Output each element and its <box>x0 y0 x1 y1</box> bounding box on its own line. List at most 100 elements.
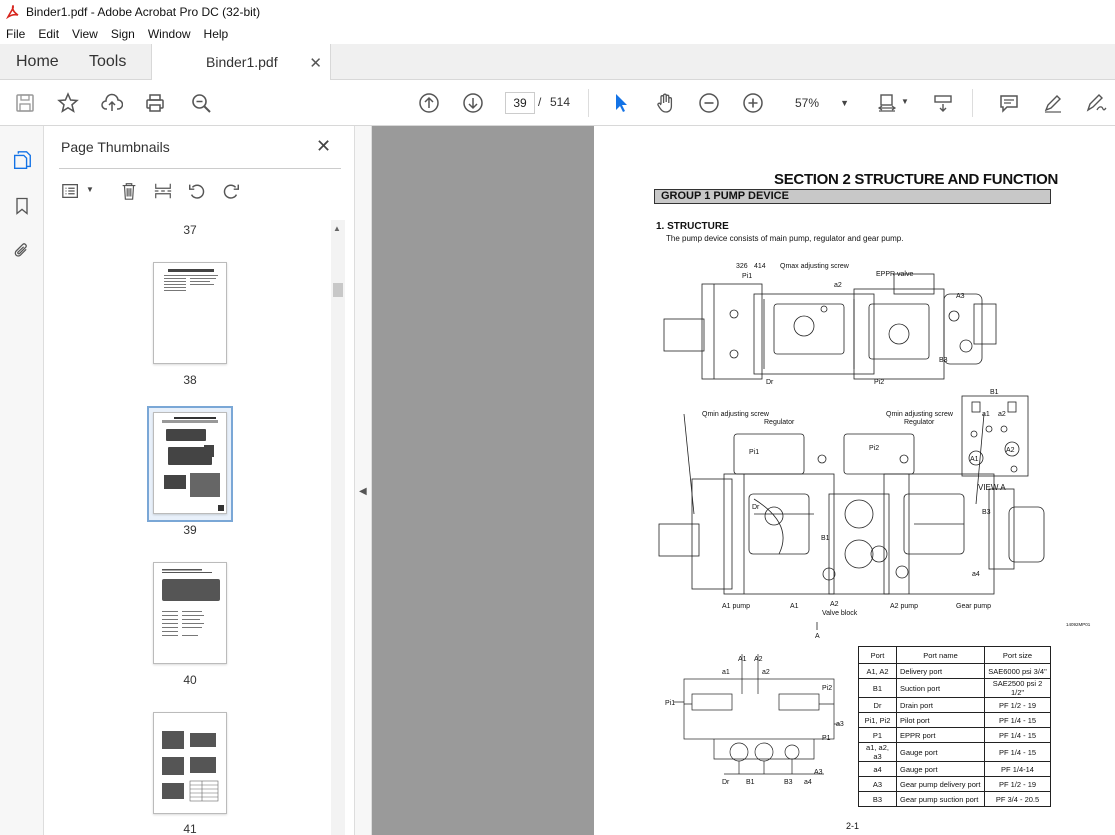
options-menu-icon[interactable] <box>58 178 84 204</box>
view-a-title: VIEW A <box>978 483 1006 492</box>
svg-text:a4: a4 <box>972 571 980 578</box>
page-count: 514 <box>550 95 571 109</box>
svg-text:A3: A3 <box>814 769 823 776</box>
attachment-icon[interactable] <box>10 239 34 263</box>
scroll-up-icon[interactable]: ▲ <box>333 224 341 233</box>
pump-front-view <box>658 413 1045 595</box>
svg-text:B1: B1 <box>746 779 755 786</box>
pump-top-labels: 326 414 Qmax adjusting screw EPPR valve … <box>736 263 965 386</box>
svg-text:B1: B1 <box>821 535 830 542</box>
thumbnail-label-37[interactable]: 37 <box>183 223 197 237</box>
svg-text:A1: A1 <box>738 656 747 663</box>
draw-sign-icon[interactable] <box>1083 90 1109 116</box>
svg-text:a2: a2 <box>998 411 1006 418</box>
title-bar: Binder1.pdf - Adobe Acrobat Pro DC (32-b… <box>0 0 1115 24</box>
thumbnail-label-38[interactable]: 38 <box>183 373 197 387</box>
zoom-level-select[interactable]: 57% ▼ <box>785 92 857 114</box>
select-cursor-icon[interactable] <box>608 90 634 116</box>
tab-home[interactable]: Home <box>16 53 59 70</box>
scrollbar-thumb[interactable] <box>333 283 343 297</box>
scroll-mode-icon[interactable] <box>930 90 956 116</box>
comment-icon[interactable] <box>996 90 1022 116</box>
svg-text:Pi1: Pi1 <box>742 273 752 280</box>
svg-text:Qmin adjusting screw: Qmin adjusting screw <box>702 411 770 418</box>
menu-view[interactable]: View <box>72 27 98 41</box>
page-fit-chevron-icon[interactable]: ▼ <box>901 97 909 106</box>
zoom-out-icon[interactable] <box>696 90 722 116</box>
thumbnail-page-38[interactable] <box>153 262 227 364</box>
menu-sign[interactable]: Sign <box>110 27 135 41</box>
hand-tool-icon[interactable] <box>652 90 678 116</box>
thumbnail-page-41[interactable] <box>153 712 227 814</box>
svg-text:Pi2: Pi2 <box>874 379 884 386</box>
pdf-page: SECTION 2 STRUCTURE AND FUNCTION GROUP 1… <box>594 126 1115 835</box>
svg-text:Dr: Dr <box>766 379 774 386</box>
thumbnail-label-40[interactable]: 40 <box>183 673 197 687</box>
svg-text:Valve block: Valve block <box>822 610 858 617</box>
pdf-section-title: SECTION 2 STRUCTURE AND FUNCTION <box>774 171 1059 188</box>
pump-drawing: 326 414 Qmax adjusting screw EPPR valve … <box>658 263 1091 786</box>
tab-bar: Home Tools Binder1.pdf ✕ <box>0 44 1115 80</box>
zoom-search-icon[interactable] <box>188 90 214 116</box>
table-header: Port size <box>984 646 1051 664</box>
navigation-rail <box>0 126 44 835</box>
print-icon[interactable] <box>142 90 168 116</box>
thumbnail-list: 37 38 39 40 41 <box>59 220 341 835</box>
zoom-in-icon[interactable] <box>740 90 766 116</box>
page-number-input[interactable]: 39 <box>505 92 535 114</box>
svg-text:a2: a2 <box>762 669 770 676</box>
pump-front-labels: Qmin adjusting screw Regulator Qmin adju… <box>702 411 991 640</box>
svg-text:P1: P1 <box>822 735 831 742</box>
extract-pages-icon[interactable] <box>150 178 176 204</box>
options-chevron-icon[interactable]: ▼ <box>86 185 94 194</box>
svg-text:B3: B3 <box>784 779 793 786</box>
thumbnail-page-40[interactable] <box>153 562 227 664</box>
star-icon[interactable] <box>55 90 81 116</box>
page-thumbnails-icon[interactable] <box>10 148 34 172</box>
tab-document-label: Binder1.pdf <box>206 54 278 70</box>
menu-help[interactable]: Help <box>203 27 229 41</box>
save-icon[interactable] <box>12 90 38 116</box>
thumbnail-scrollbar[interactable]: ▲ <box>331 220 345 835</box>
upload-cloud-icon[interactable] <box>99 90 125 116</box>
bookmark-icon[interactable] <box>10 194 34 218</box>
pdf-intro: The pump device consists of main pump, r… <box>666 234 904 243</box>
page-fit-icon[interactable] <box>874 90 900 116</box>
highlight-pen-icon[interactable] <box>1040 90 1066 116</box>
tab-document[interactable]: Binder1.pdf ✕ <box>151 44 331 80</box>
svg-text:A1 pump: A1 pump <box>722 603 750 610</box>
menu-edit[interactable]: Edit <box>38 27 60 41</box>
previous-page-icon[interactable] <box>416 90 442 116</box>
rotate-left-icon[interactable] <box>184 178 210 204</box>
tab-tools[interactable]: Tools <box>89 53 127 70</box>
menu-window[interactable]: Window <box>147 27 191 41</box>
rotate-right-icon[interactable] <box>218 178 244 204</box>
delete-icon[interactable] <box>116 178 142 204</box>
window-title: Binder1.pdf - Adobe Acrobat Pro DC (32-b… <box>26 5 261 19</box>
pdf-group-bar: GROUP 1 PUMP DEVICE <box>654 189 1051 204</box>
acrobat-icon <box>6 5 19 19</box>
close-tab-icon[interactable]: ✕ <box>309 55 322 72</box>
pdf-page-number: 2-1 <box>846 821 860 831</box>
menu-file[interactable]: File <box>6 27 26 41</box>
panel-collapse-strip[interactable]: ◀ <box>355 126 372 835</box>
collapse-panel-icon[interactable]: ◀ <box>359 486 367 497</box>
next-page-icon[interactable] <box>460 90 486 116</box>
table-header-row: Port Port name Port size <box>858 646 1051 664</box>
pdf-heading: 1. STRUCTURE <box>656 221 729 232</box>
thumbnail-page-39[interactable] <box>153 412 227 514</box>
thumbnail-label-39[interactable]: 39 <box>183 523 197 537</box>
close-panel-icon[interactable]: ✕ <box>316 136 332 156</box>
chevron-down-icon: ▼ <box>840 98 849 108</box>
page-separator: / <box>538 95 542 109</box>
svg-text:Regulator: Regulator <box>764 419 795 426</box>
svg-text:A2: A2 <box>1006 447 1015 454</box>
thumbnail-label-41[interactable]: 41 <box>183 822 197 835</box>
document-canvas[interactable]: SECTION 2 STRUCTURE AND FUNCTION GROUP 1… <box>372 126 1115 835</box>
